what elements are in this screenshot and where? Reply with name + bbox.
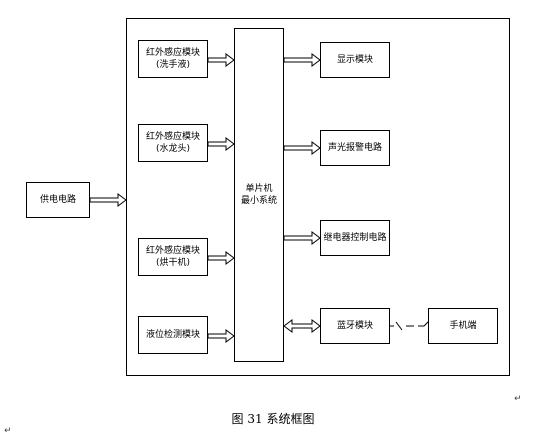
mcu-label-line2: 最小系统 xyxy=(240,196,277,206)
system-frame xyxy=(126,18,510,376)
figure-caption: 图 31 系统框图 xyxy=(231,412,315,426)
arrow-mcu-bluetooth xyxy=(283,319,321,333)
alarm-circuit-label: 声光报警电路 xyxy=(327,143,382,153)
arrow-to-display xyxy=(283,53,321,67)
arrow-power-to-system xyxy=(89,193,127,207)
display-module-box: 显示模块 xyxy=(320,42,390,78)
alarm-circuit-box: 声光报警电路 xyxy=(320,130,390,166)
phone-box: 手机端 xyxy=(428,308,498,344)
ir-sensor-soap-line1: 红外感应模块 xyxy=(145,48,200,58)
mcu-label-line1: 单片机 xyxy=(245,184,273,194)
paragraph-mark-icon: ↵ xyxy=(514,394,522,404)
arrow-to-alarm xyxy=(283,141,321,155)
level-detect-label: 液位检测模块 xyxy=(145,330,200,340)
bluetooth-module-box: 蓝牙模块 xyxy=(320,308,390,344)
relay-circuit-box: 继电器控制电路 xyxy=(320,220,390,256)
ir-sensor-faucet-box: 红外感应模块 (水龙头) xyxy=(138,124,208,162)
ir-sensor-soap-box: 红外感应模块 (洗手液) xyxy=(138,40,208,78)
ir-sensor-dryer-line1: 红外感应模块 xyxy=(145,246,200,256)
level-detect-box: 液位检测模块 xyxy=(138,316,208,354)
power-supply-box: 供电电路 xyxy=(26,182,90,218)
ir-sensor-faucet-line1: 红外感应模块 xyxy=(145,132,200,142)
arrow-to-relay xyxy=(283,231,321,245)
ir-sensor-dryer-box: 红外感应模块 (烘干机) xyxy=(138,238,208,276)
paragraph-mark-icon: ↵ xyxy=(4,426,12,436)
display-module-label: 显示模块 xyxy=(336,55,373,65)
arrow-sensor-1 xyxy=(207,53,235,67)
arrow-sensor-3 xyxy=(207,251,235,265)
bluetooth-module-label: 蓝牙模块 xyxy=(336,321,373,331)
ir-sensor-dryer-line2: (烘干机) xyxy=(155,258,191,268)
relay-circuit-label: 继电器控制电路 xyxy=(323,233,387,243)
mcu-box: 单片机 最小系统 xyxy=(234,28,284,362)
phone-label: 手机端 xyxy=(449,321,477,331)
wireless-link xyxy=(390,319,431,331)
ir-sensor-soap-line2: (洗手液) xyxy=(155,60,191,70)
power-supply-label: 供电电路 xyxy=(39,195,76,205)
ir-sensor-faucet-line2: (水龙头) xyxy=(155,144,191,154)
arrow-sensor-4 xyxy=(207,329,235,343)
arrow-sensor-2 xyxy=(207,137,235,151)
